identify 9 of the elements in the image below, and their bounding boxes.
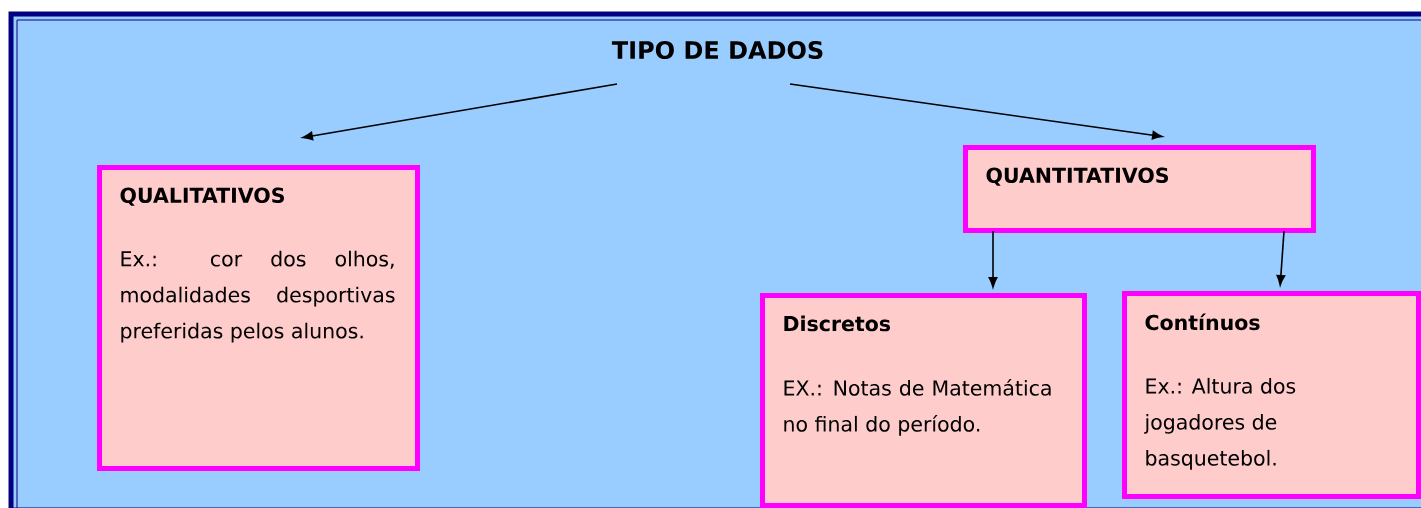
- title: TIPO DE DADOS: [611, 40, 823, 60]
- category-box: Discretos EX.: Notas de Matemática no final do período.: [760, 293, 1087, 508]
- category-box: QUANTITATIVOS: [963, 145, 1316, 233]
- arrow: [302, 83, 618, 141]
- arrow: [789, 83, 1163, 140]
- arrow: [1276, 230, 1286, 286]
- category-box: QUALITATIVOS Ex.: cor dos olhos, modalidades desportivas preferidas pelos alunos.: [97, 165, 420, 471]
- arrow: [988, 230, 998, 288]
- category-box: Contínuos Ex.: Altura dos jogadores de basquetebol.: [1122, 291, 1421, 499]
